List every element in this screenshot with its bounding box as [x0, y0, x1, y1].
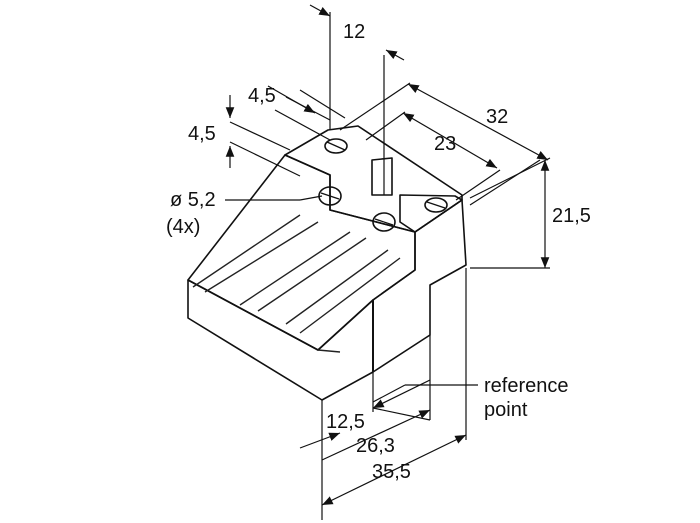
- mounting-hole-3: [372, 212, 396, 232]
- dim-4-5-side: 4,5: [188, 123, 216, 145]
- dim-35-5: 35,5: [372, 461, 411, 483]
- mounting-hole-4: [424, 197, 448, 213]
- bracket-groove-lines: [192, 214, 401, 353]
- dim-23: 23: [434, 133, 456, 155]
- bracket-top-slot: [371, 157, 393, 196]
- mounting-hole-1: [324, 138, 348, 154]
- dimension-lines: [225, 4, 551, 520]
- dim-12-5: 12,5: [326, 411, 365, 433]
- bracket-right-face: [372, 199, 467, 373]
- bracket-top-ledge: [399, 194, 463, 233]
- reference-label-line2: point: [484, 399, 528, 421]
- dim-21-5: 21,5: [552, 205, 591, 227]
- reference-label-line1: reference: [484, 375, 569, 397]
- dim-4-5-top: 4,5: [248, 85, 276, 107]
- bracket-sloped-face: [187, 154, 416, 351]
- hole-count-label: (4x): [166, 216, 200, 238]
- dim-12: 12: [343, 21, 365, 43]
- mounting-bracket-part: [187, 125, 467, 401]
- dim-32: 32: [486, 106, 508, 128]
- bracket-front-face: [187, 279, 374, 401]
- dimension-labels: 12 4,5 32 23 4,5 ø 5,2 (4x) 21,5 referen…: [166, 21, 591, 483]
- hole-diameter-label: ø 5,2: [170, 189, 216, 211]
- dim-26-3: 26,3: [356, 435, 395, 457]
